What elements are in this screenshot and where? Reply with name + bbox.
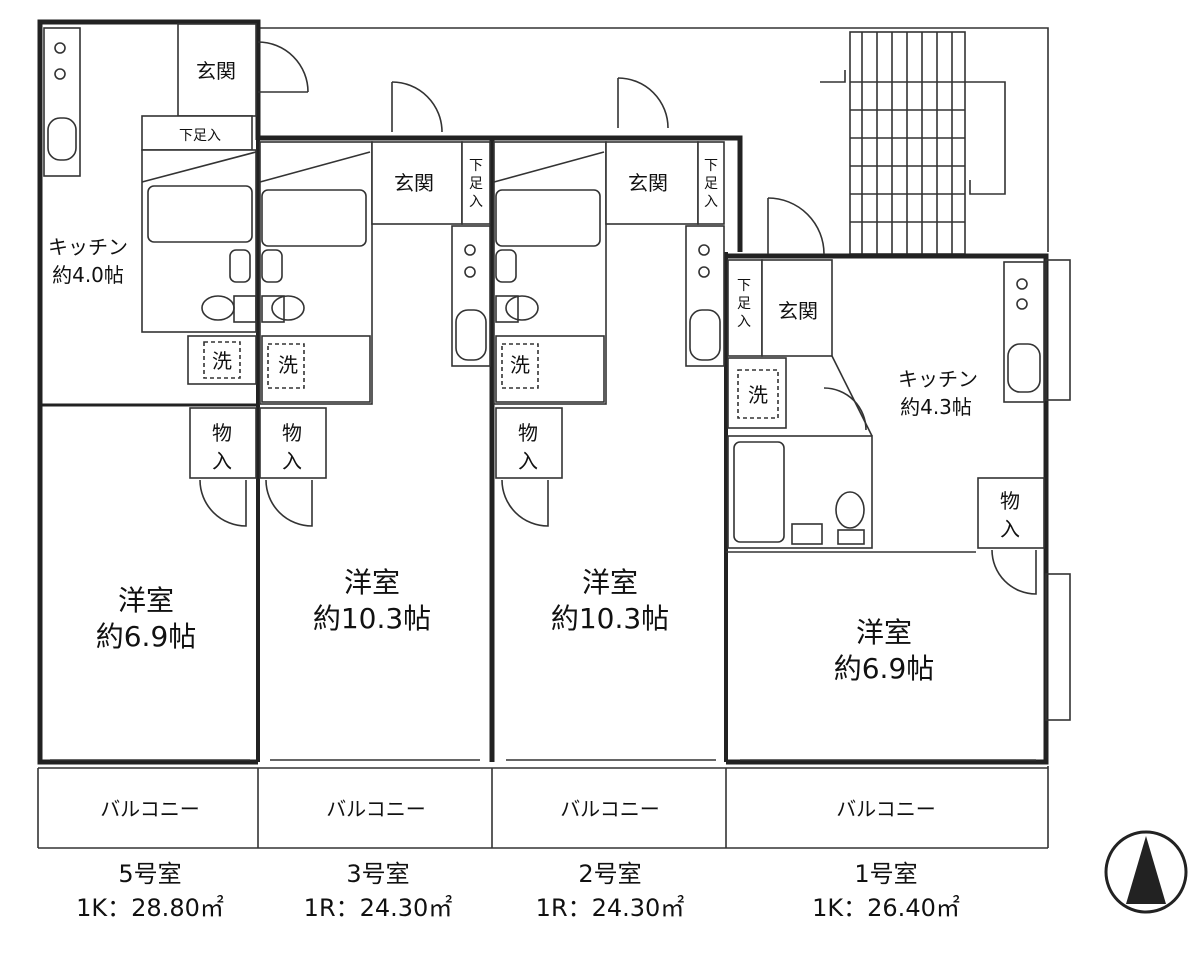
unit3-shoe-label-2: 足 (469, 176, 483, 192)
unit-3: 玄関 下 足 入 洗 物 入 洋室 約10.3帖 (258, 81, 495, 762)
unit3-entrance-label: 玄関 (394, 171, 434, 195)
unit5-shoe-label: 下足入 (179, 128, 221, 144)
unit1-kitchen-size: 約4.3帖 (900, 395, 972, 419)
unit1-closet-label-1: 物 (1000, 489, 1020, 513)
unit2-closet-label-1: 物 (518, 421, 538, 445)
unit5-entrance-label: 玄関 (196, 59, 236, 83)
unit2-shoe-label-3: 入 (704, 194, 718, 210)
unit1-balcony-label: バルコニー (836, 797, 936, 821)
unit2-area: 1R：24.30㎡ (536, 894, 685, 922)
unit3-balcony-label: バルコニー (326, 797, 426, 821)
unit5-closet-label-1: 物 (212, 421, 232, 445)
unit5-room-size: 約6.9帖 (96, 620, 197, 653)
unit3-number: 3号室 (346, 860, 409, 888)
unit5-area: 1K：28.80㎡ (76, 894, 224, 922)
unit3-shoe-label-1: 下 (469, 158, 483, 174)
unit5-number: 5号室 (118, 860, 181, 888)
unit2-closet-label-2: 入 (518, 449, 538, 473)
staircase-icon (820, 31, 1006, 255)
unit5-room-label: 洋室 (118, 584, 174, 617)
unit1-area: 1K：26.40㎡ (812, 894, 960, 922)
unit2-entrance-label: 玄関 (628, 171, 668, 195)
unit-2: 玄関 下 足 入 洗 物 入 洋室 約10.3帖 (492, 77, 743, 762)
unit5-laundry-label: 洗 (212, 349, 232, 373)
unit-1: 下 足 入 玄関 洗 キッチン 約4.3帖 物 入 洋室 約6.9帖 (726, 197, 1071, 765)
unit3-closet-label-1: 物 (282, 421, 302, 445)
unit-captions: 5号室 1K：28.80㎡ 3号室 1R：24.30㎡ 2号室 1R：24.30… (76, 860, 960, 922)
balcony-strip: バルコニー バルコニー バルコニー バルコニー (37, 767, 1048, 848)
unit1-number: 1号室 (854, 860, 917, 888)
unit2-laundry-label: 洗 (510, 353, 530, 377)
unit2-room-label: 洋室 (582, 566, 638, 599)
unit5-kitchen-size: 約4.0帖 (52, 263, 124, 287)
unit5-kitchen-label: キッチン (48, 235, 128, 259)
unit3-room-label: 洋室 (344, 566, 400, 599)
unit2-shoe-label-2: 足 (704, 176, 718, 192)
unit1-shoe-label-3: 入 (737, 314, 751, 330)
unit1-entrance-label: 玄関 (778, 299, 818, 323)
unit2-room-size: 約10.3帖 (551, 602, 669, 635)
unit2-shoe-label-1: 下 (704, 158, 718, 174)
unit3-closet-label-2: 入 (282, 449, 302, 473)
unit1-shoe-label-2: 足 (737, 296, 751, 312)
unit1-laundry-label: 洗 (748, 383, 768, 407)
unit3-room-size: 約10.3帖 (313, 602, 431, 635)
unit5-closet-label-2: 入 (212, 449, 232, 473)
corridor-outline (38, 27, 1049, 849)
unit1-room-size: 約6.9帖 (834, 652, 935, 685)
unit3-area: 1R：24.30㎡ (304, 894, 453, 922)
north-arrow-icon (1104, 830, 1188, 914)
unit1-shoe-label-1: 下 (737, 278, 751, 294)
unit1-kitchen-label: キッチン (898, 367, 978, 391)
unit2-balcony-label: バルコニー (560, 797, 660, 821)
unit2-number: 2号室 (578, 860, 641, 888)
unit1-closet-label-2: 入 (1000, 517, 1020, 541)
unit3-shoe-label-3: 入 (469, 194, 483, 210)
unit-5: 玄関 下足入 キッチン 約4.0帖 洗 物 入 洋室 約6.9帖 (37, 19, 309, 765)
unit5-balcony-label: バルコニー (100, 797, 200, 821)
unit1-room-label: 洋室 (856, 616, 912, 649)
unit3-laundry-label: 洗 (278, 353, 298, 377)
